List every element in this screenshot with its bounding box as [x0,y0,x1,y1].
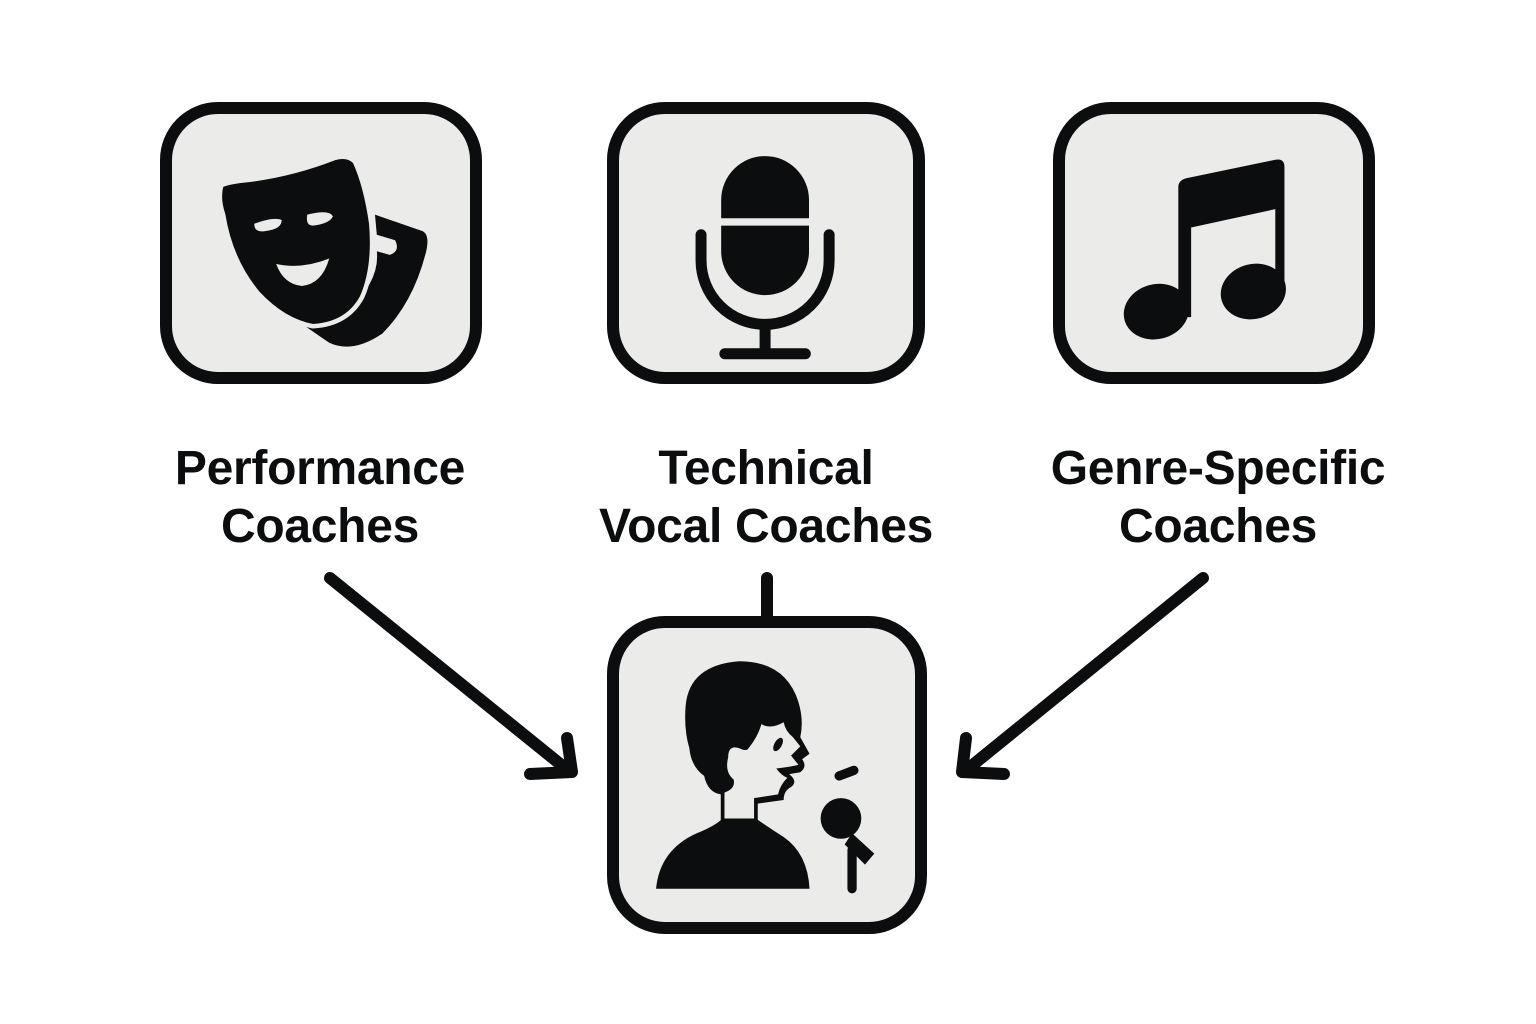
music-note-icon [1123,159,1286,340]
label-line: Vocal Coaches [598,500,934,553]
genre-specific-coaches-label: Genre-Specific Coaches [998,440,1438,556]
singer-tile [607,616,927,934]
technical-vocal-coaches-label: Technical Vocal Coaches [546,440,986,556]
label-line: Performance [174,442,466,495]
label-line: Technical [658,442,874,495]
label-line: Coaches [1119,500,1317,553]
label-line: Coaches [221,500,419,553]
performance-coaches-label: Performance Coaches [100,440,540,556]
label-line: Genre-Specific [1050,442,1386,495]
arrow-genre-to-singer [956,572,1209,780]
singer-with-microphone-icon [656,661,875,894]
technical-vocal-coaches-tile [607,102,925,384]
theater-masks-icon [217,154,428,347]
arrow-performance-to-singer [324,572,578,780]
performance-coaches-tile [160,102,482,384]
microphone-icon [695,156,835,360]
genre-specific-coaches-tile [1053,102,1375,384]
